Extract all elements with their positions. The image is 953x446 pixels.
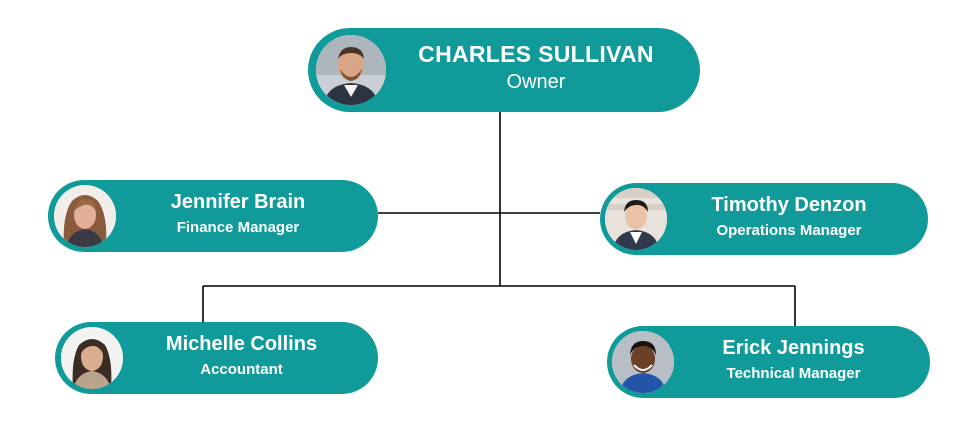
node-operations-manager: Timothy Denzon Operations Manager — [600, 183, 928, 255]
woman-portrait-icon — [54, 185, 116, 247]
technical-manager-text: Erick Jennings Technical Manager — [679, 336, 908, 384]
accountant-text: Michelle Collins Accountant — [127, 332, 356, 380]
finance-manager-role: Finance Manager — [176, 219, 300, 236]
operations-manager-name: Timothy Denzon — [711, 194, 867, 216]
node-accountant: Michelle Collins Accountant — [55, 322, 378, 394]
man-portrait-icon — [612, 331, 674, 393]
accountant-name: Michelle Collins — [165, 333, 318, 355]
operations-manager-role: Operations Manager — [716, 222, 862, 239]
technical-manager-name: Erick Jennings — [722, 337, 865, 359]
node-finance-manager: Jennifer Brain Finance Manager — [48, 180, 378, 252]
operations-manager-text: Timothy Denzon Operations Manager — [672, 193, 906, 241]
owner-role: Owner — [506, 71, 566, 93]
owner-text: CHARLES SULLIVAN Owner — [388, 40, 684, 94]
finance-manager-name: Jennifer Brain — [170, 191, 306, 213]
accountant-role: Accountant — [200, 361, 283, 378]
owner-name: CHARLES SULLIVAN — [418, 41, 654, 67]
technical-manager-role: Technical Manager — [726, 365, 861, 382]
node-technical-manager: Erick Jennings Technical Manager — [607, 326, 930, 398]
finance-manager-text: Jennifer Brain Finance Manager — [120, 190, 356, 238]
man-portrait-icon — [605, 188, 667, 250]
woman-portrait-icon — [61, 327, 123, 389]
man-portrait-icon — [316, 35, 386, 105]
node-owner: CHARLES SULLIVAN Owner — [308, 28, 700, 112]
